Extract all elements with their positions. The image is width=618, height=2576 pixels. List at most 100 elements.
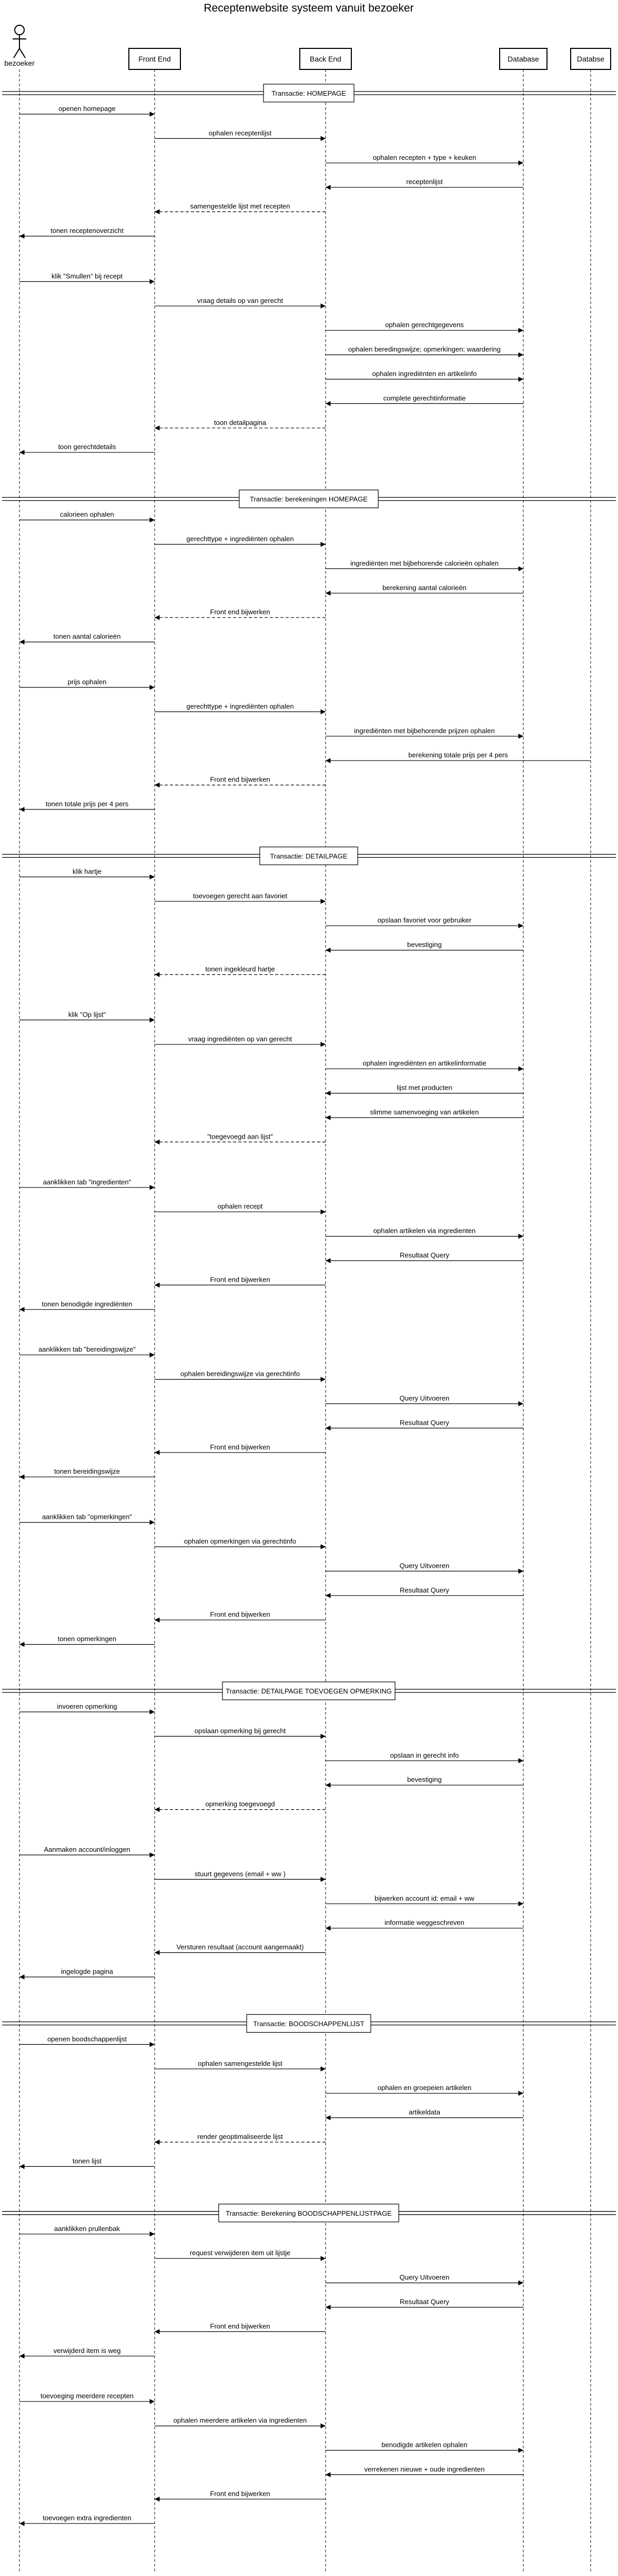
message: Resultaat Query	[326, 1418, 523, 1431]
message-label: complete gerechtinformatie	[383, 394, 466, 402]
message: opmerking toegevoegd	[155, 1800, 326, 1812]
participant-label-bezoeker: bezoeker	[4, 59, 35, 67]
message: ingrediënten met bijbehorende prijzen op…	[326, 727, 523, 739]
message: opslaan favoriet voor gebruiker	[326, 916, 523, 928]
message-label: Resultaat Query	[400, 2298, 449, 2306]
message: aanklikken tab "bereidingswijze"	[19, 1345, 155, 1357]
section-label-box	[222, 1681, 396, 1700]
message-label: bijwerken account id: email + ww	[374, 1894, 474, 1902]
message: ingrediënten met bijbehorende calorieën …	[326, 559, 523, 572]
message: Front end bijwerken	[155, 608, 326, 620]
message-label: opslaan favoriet voor gebruiker	[378, 916, 472, 924]
message: opslaan in gerecht info	[326, 1751, 523, 1763]
message-label: Front end bijwerken	[210, 1610, 270, 1618]
message: bijwerken account id: email + ww	[326, 1894, 523, 1906]
message-label: ophalen samengestelde lijst	[198, 2060, 282, 2067]
message-label: Front end bijwerken	[210, 2490, 270, 2498]
section-title: Transactie: DETAILPAGE	[270, 852, 347, 860]
message: informatie weggeschreven	[326, 1919, 523, 1931]
section-label-box	[218, 2204, 399, 2223]
message-label: tonen benodigde ingrediënten	[42, 1300, 132, 1308]
message-label: ingrediënten met bijbehorende calorieën …	[350, 559, 499, 567]
message-label: opslaan opmerking bij gerecht	[195, 1727, 286, 1735]
message-label: lijst met producten	[397, 1084, 452, 1092]
participant-box-frontend	[128, 48, 181, 70]
message-label: vraag ingrediënten op van gerecht	[188, 1035, 292, 1043]
message: tonen bereidingswijze	[19, 1467, 155, 1479]
message-label: Front end bijwerken	[210, 776, 270, 784]
message: render geoptimaliseerde lijst	[155, 2133, 326, 2145]
message: verrekenen nieuwe + oude ingredienten	[326, 2465, 523, 2478]
message: toevoegen extra ingredienten	[19, 2514, 155, 2527]
section-title: Transactie: Berekening BOODSCHAPPENLIJST…	[226, 2209, 392, 2217]
participant-label-backend: Back End	[310, 55, 341, 63]
message: berekening aantal calorieën	[326, 584, 523, 596]
message-label: ophalen ingrediënten en artikelinformati…	[363, 1059, 487, 1067]
message: Front end bijwerken	[155, 2322, 326, 2335]
message: ophalen samengestelde lijst	[155, 2060, 326, 2072]
message: Front end bijwerken	[155, 1610, 326, 1622]
message-label: ophalen receptenlijst	[209, 129, 272, 137]
message: Query Uitvoeren	[326, 2274, 523, 2286]
message-label: ophalen recepten + type + keuken	[373, 154, 477, 161]
message-label: gerechttype + ingrediënten ophalen	[186, 535, 293, 543]
message-label: render geoptimaliseerde lijst	[197, 2133, 283, 2141]
message-label: Query Uitvoeren	[400, 1561, 450, 1569]
message-label: ophalen artikelen via ingredienten	[373, 1227, 475, 1235]
message: aanklikken tab "ingredienten"	[19, 1178, 155, 1190]
message: tonen lijst	[19, 2157, 155, 2169]
message-label: Resultaat Query	[400, 1251, 449, 1259]
message: toon gerechtdetails	[19, 443, 155, 455]
message-label: informatie weggeschreven	[384, 1919, 464, 1926]
message: Front end bijwerken	[155, 1443, 326, 1455]
message-label: Resultaat Query	[400, 1586, 449, 1594]
message: Front end bijwerken	[155, 2490, 326, 2502]
message-label: klik "Op lijst"	[68, 1010, 106, 1018]
message: ophalen gerechtgegevens	[326, 321, 523, 333]
message-label: Front end bijwerken	[210, 608, 270, 616]
message: bevestiging	[326, 941, 523, 953]
message: ophalen bereidingswijze via gerechtinfo	[155, 1370, 326, 1382]
message-label: benodigde artikelen ophalen	[381, 2441, 467, 2449]
message-label: samengestelde lijst met recepten	[190, 202, 290, 210]
message: bevestiging	[326, 1776, 523, 1788]
message-label: Front end bijwerken	[210, 1443, 270, 1451]
message-label: stuurt gegevens (email + ww )	[195, 1870, 286, 1878]
message-label: toevoegen extra ingredienten	[43, 2514, 131, 2522]
message: vraag ingrediënten op van gerecht	[155, 1035, 326, 1047]
message-label: bevestiging	[407, 1776, 442, 1783]
message-label: invoeren opmerking	[57, 1702, 117, 1710]
message: stuurt gegevens (email + ww )	[155, 1870, 326, 1882]
message: Query Uitvoeren	[326, 1561, 523, 1574]
message-label: tonen totale prijs per 4 pers	[46, 800, 129, 808]
message-label: verwijderd item is weg	[54, 2347, 121, 2355]
message-label: aanklikken tab "opmerkingen"	[42, 1513, 132, 1521]
section-title: Transactie: berekeningen HOMEPAGE	[250, 495, 368, 503]
participant-label-frontend: Front End	[138, 55, 170, 63]
message: toevoeging meerdere recepten	[19, 2392, 155, 2405]
message: invoeren opmerking	[19, 1702, 155, 1715]
message-label: "toegevoegd aan lijst"	[207, 1132, 273, 1140]
message-label: tonen lijst	[73, 2157, 102, 2165]
message-label: ophalen beredingswijze; opmerkingen; waa…	[348, 346, 501, 353]
message: toevoegen gerecht aan favoriet	[155, 892, 326, 904]
message-label: gerechttype + ingrediënten ophalen	[186, 702, 293, 710]
message: prijs ophalen	[19, 678, 155, 690]
message-label: aanklikken tab "ingredienten"	[43, 1178, 131, 1186]
message: gerechttype + ingrediënten ophalen	[155, 702, 326, 715]
message-label: ophalen bereidingswijze via gerechtinfo	[180, 1370, 300, 1378]
section-title: Transactie: HOMEPAGE	[271, 89, 346, 97]
message: benodigde artikelen ophalen	[326, 2441, 523, 2453]
message-label: ingrediënten met bijbehorende prijzen op…	[354, 727, 494, 735]
message: request verwijderen item uit lijstje	[155, 2249, 326, 2261]
participant-box-backend	[299, 48, 352, 70]
message: Resultaat Query	[326, 2298, 523, 2310]
message-label: bevestiging	[407, 941, 442, 949]
message: tonen ingekleurd hartje	[155, 965, 326, 977]
message-label: openen homepage	[58, 105, 115, 113]
participant-label-database1: Database	[508, 55, 539, 63]
message: aanklikken tab "opmerkingen"	[19, 1513, 155, 1525]
message-label: ophalen opmerkingen via gerechtinfo	[184, 1537, 296, 1545]
